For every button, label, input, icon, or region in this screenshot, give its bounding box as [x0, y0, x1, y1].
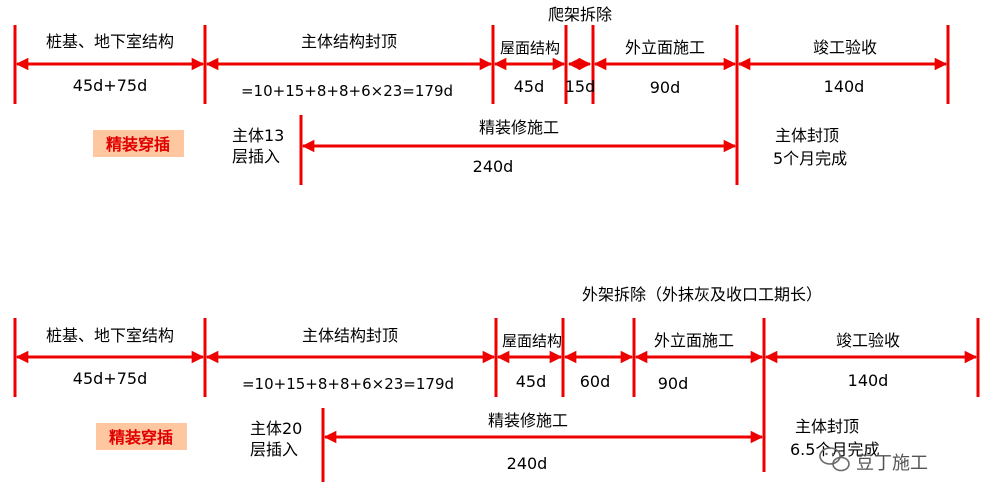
- top-timeline: 桩基、地下室结构 主体结构封顶 屋面结构 外立面施工 竣工验收 爬架拆除 45d…: [13, 5, 950, 185]
- top-phase-duration: =10+15+8+8+6×23=179d: [241, 82, 453, 100]
- bottom-timeline: 桩基、地下室结构 主体结构封顶 屋面结构 外立面施工 竣工验收 外架拆除（外抹灰…: [13, 285, 980, 482]
- top-phase-duration: 15d: [565, 77, 596, 96]
- bottom-topout-line1: 主体封顶: [795, 417, 859, 436]
- bottom-phase-label: 主体结构封顶: [302, 326, 398, 345]
- bottom-phase-duration: 45d+75d: [73, 369, 147, 388]
- bottom-phase-label: 竣工验收: [836, 331, 900, 350]
- top-phase-label: 外立面施工: [625, 38, 705, 57]
- bottom-phase-label: 外立面施工: [654, 331, 734, 350]
- bottom-scaffold-label: 外架拆除（外抹灰及收口工期长）: [582, 285, 822, 304]
- top-phase-label: 屋面结构: [500, 39, 560, 57]
- watermark: 豆丁施工: [819, 447, 928, 474]
- top-badge-text: 精装穿插: [106, 135, 170, 154]
- bottom-fitout-duration: 240d: [507, 454, 548, 473]
- bottom-insert-line2: 层插入: [250, 440, 298, 459]
- bottom-phase-duration: =10+15+8+8+6×23=179d: [242, 375, 454, 393]
- top-phase-label: 桩基、地下室结构: [46, 32, 174, 51]
- top-insert-line1: 主体13: [232, 126, 284, 145]
- top-phase-label: 竣工验收: [813, 38, 877, 57]
- top-topout-line1: 主体封顶: [775, 126, 839, 145]
- top-fitout-duration: 240d: [473, 157, 514, 176]
- top-phase-label: 主体结构封顶: [301, 32, 397, 51]
- bottom-phase-duration: 90d: [658, 374, 689, 393]
- top-topout-line2: 5个月完成: [773, 149, 847, 168]
- top-fitout-label: 精装修施工: [479, 118, 559, 137]
- top-phase-duration: 45d: [514, 77, 545, 96]
- bottom-phase-label: 桩基、地下室结构: [46, 326, 174, 345]
- top-badge: 精装穿插: [93, 130, 184, 157]
- bottom-badge: 精装穿插: [96, 423, 187, 450]
- top-scaffold-label: 爬架拆除: [548, 5, 612, 24]
- top-phase-duration: 90d: [650, 78, 681, 97]
- bottom-phase-duration: 140d: [848, 371, 889, 390]
- bottom-insert-line1: 主体20: [250, 419, 302, 438]
- bottom-phase-label: 屋面结构: [502, 332, 562, 350]
- bottom-fitout-label: 精装修施工: [488, 411, 568, 430]
- watermark-text: 豆丁施工: [856, 453, 928, 474]
- wechat-icon: [819, 447, 850, 472]
- top-phase-duration: 140d: [824, 77, 865, 96]
- bottom-badge-text: 精装穿插: [109, 428, 173, 447]
- top-phase-duration: 45d+75d: [73, 76, 147, 95]
- top-insert-line2: 层插入: [232, 147, 280, 166]
- bottom-phase-duration: 45d: [516, 372, 547, 391]
- bottom-phase-duration: 60d: [580, 372, 611, 391]
